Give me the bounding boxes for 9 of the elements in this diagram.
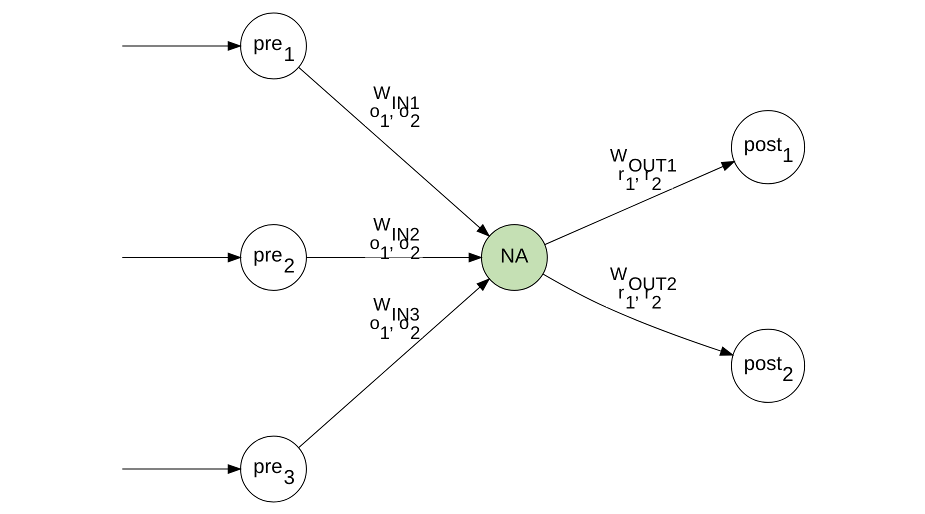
arrow — [122, 252, 242, 262]
arrow — [298, 278, 490, 448]
arrow — [122, 464, 242, 474]
arrow — [306, 252, 482, 262]
arrow — [122, 40, 242, 50]
node-circle: NA — [480, 224, 548, 290]
arrow — [298, 66, 490, 236]
arrow — [542, 273, 734, 356]
arrow — [544, 160, 736, 245]
